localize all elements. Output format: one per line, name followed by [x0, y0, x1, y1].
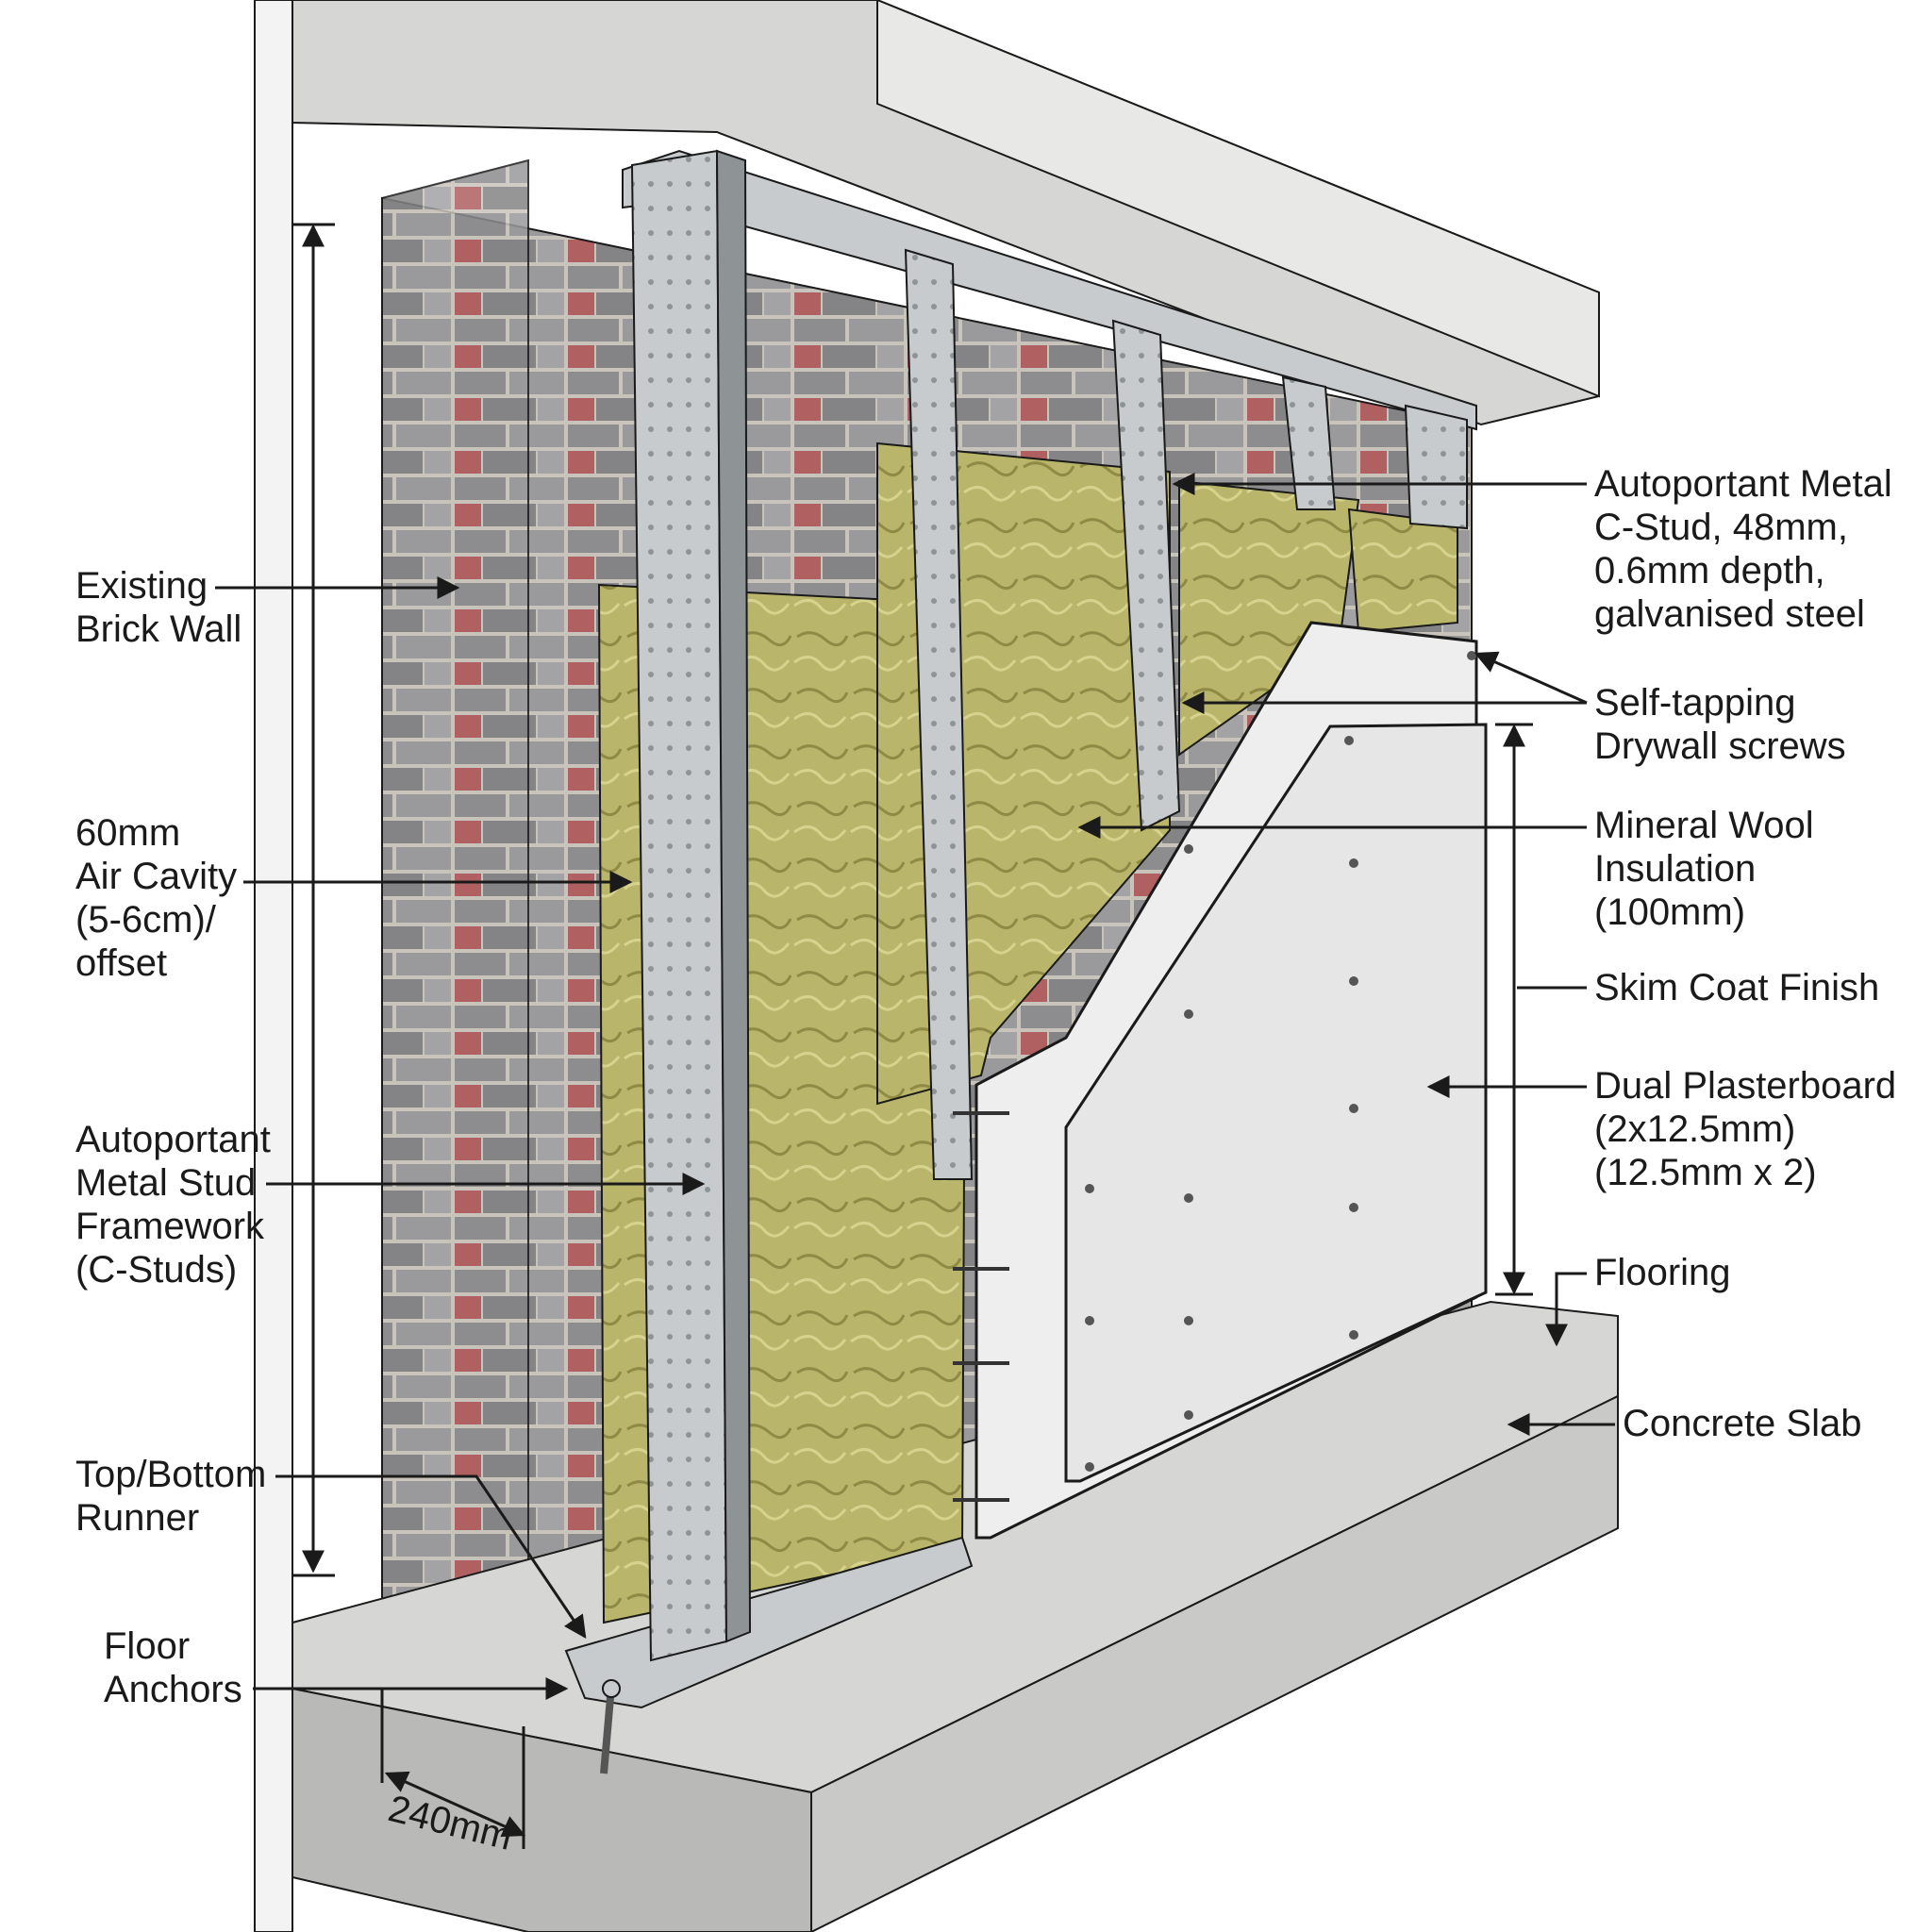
brick-wall-end [381, 158, 529, 1672]
ceiling-slab-face [876, 0, 1600, 398]
label-stud-framework: Autoportant Metal Stud Framework (C-Stud… [75, 1119, 271, 1291]
label-runner: Top/Bottom Runner [75, 1454, 267, 1539]
label-flooring: Flooring [1594, 1252, 1731, 1293]
c-stud-5 [1404, 404, 1468, 530]
bottom-runner [564, 1536, 974, 1709]
c-stud-3 [1111, 319, 1181, 832]
label-mineral-wool: Mineral Wool Insulation (100mm) [1594, 805, 1814, 933]
leader-flooring [1545, 1272, 1587, 1347]
top-runner [622, 149, 1477, 431]
c-studs [630, 149, 1468, 1662]
edge-screws [953, 1111, 1009, 1502]
thickness-dimension [384, 1771, 526, 1838]
insulation-panel-4 [1347, 508, 1458, 634]
label-c-stud: Autoportant Metal C-Stud, 48mm, 0.6mm de… [1594, 463, 1892, 635]
label-skim-coat: Skim Coat Finish [1594, 967, 1880, 1008]
leader-runner [275, 1474, 587, 1639]
concrete-slab-left [291, 1687, 812, 1932]
leader-lines [215, 473, 1615, 1700]
label-concrete-slab: Concrete Slab [1623, 1403, 1862, 1444]
label-existing-brick-wall: Existing Brick Wall [75, 565, 242, 650]
label-air-cavity: 60mm Air Cavity (5-6cm)/ offset [75, 812, 238, 984]
label-screws: Self-tapping Drywall screws [1594, 682, 1846, 767]
label-floor-anchors: Floor Anchors [104, 1625, 242, 1710]
label-plasterboard: Dual Plasterboard (2x12.5mm) (12.5mm x 2… [1594, 1065, 1897, 1193]
drywall-screws [1085, 651, 1476, 1472]
dimension-lines [292, 223, 1533, 1849]
floor-anchor [600, 1679, 621, 1774]
c-stud-4 [1281, 375, 1337, 510]
plasterboard-front [1064, 723, 1488, 1483]
c-stud-2 [904, 248, 974, 1180]
side-wall [254, 0, 293, 1932]
c-stud-1-flange [715, 149, 752, 1643]
leader-screws-1 [1474, 651, 1588, 705]
